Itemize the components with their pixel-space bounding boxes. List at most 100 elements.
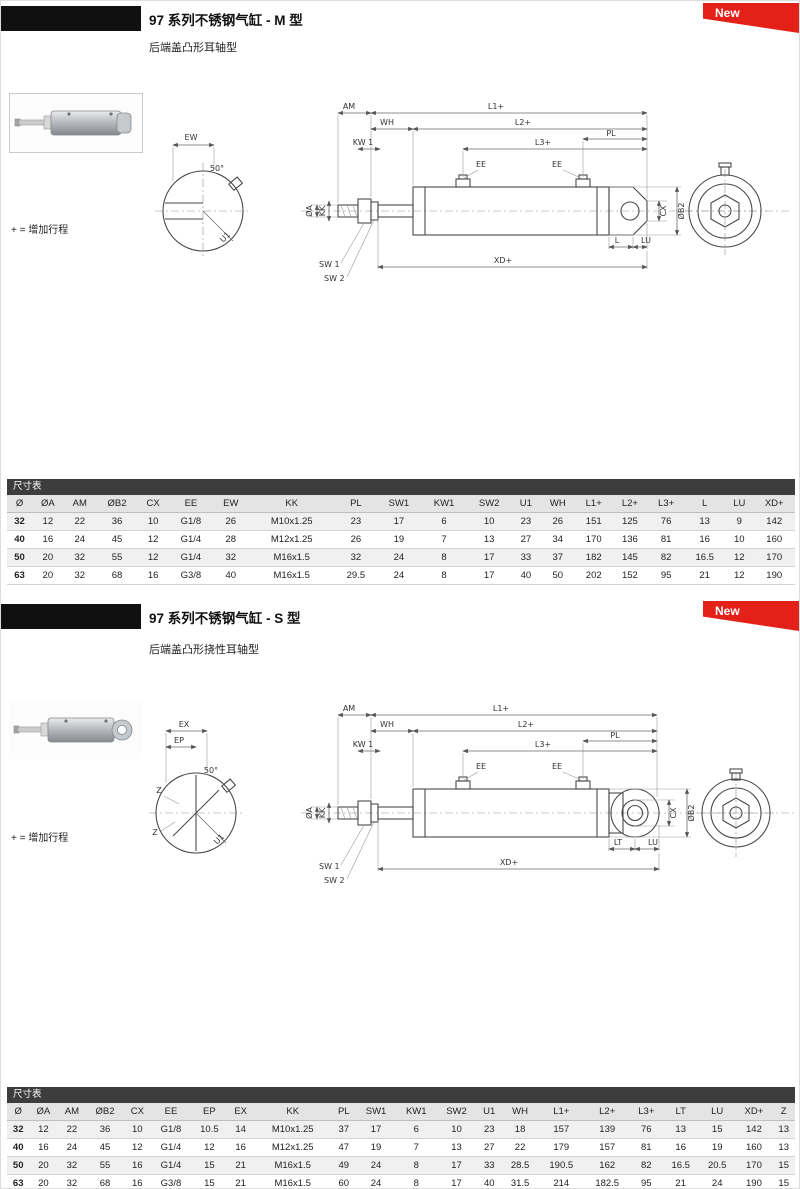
table-cell: 32	[57, 1156, 87, 1175]
table-cell: 32	[213, 548, 249, 567]
table-cell: 31.5	[501, 1174, 539, 1188]
table-cell: 145	[611, 548, 649, 567]
table-cell: 15	[698, 1120, 736, 1139]
table-cell: 18	[501, 1120, 539, 1139]
column-header: WH	[540, 495, 576, 513]
table-cell: 10	[466, 512, 512, 531]
dim-label-l1: L1+	[493, 704, 509, 713]
table-cell: 63	[7, 1174, 30, 1188]
table-cell: 40	[7, 530, 33, 549]
table-cell: 81	[630, 1138, 663, 1157]
table-cell: 12	[725, 566, 754, 585]
table-cell: G1/4	[168, 530, 214, 549]
dim-label-sw2: SW 2	[324, 274, 345, 283]
table-cell: 157	[584, 1138, 631, 1157]
header-bar	[1, 604, 141, 629]
dim-label-ee-right: EE	[552, 160, 562, 169]
table-cell: 32	[57, 1174, 87, 1188]
page-title: 97 系列不锈钢气缸 - S 型	[149, 611, 301, 626]
dim-label-l1: L1+	[488, 102, 504, 111]
table-cell: G3/8	[168, 566, 214, 585]
dim-label-l2: L2+	[518, 720, 534, 729]
column-header: LU	[725, 495, 754, 513]
table-cell: 24	[63, 530, 96, 549]
table-cell: 19	[376, 530, 422, 549]
dim-label-kk: KK	[318, 807, 327, 818]
table-cell: 7	[421, 530, 467, 549]
column-header: KW1	[421, 495, 467, 513]
column-header: KK	[253, 1103, 332, 1121]
product-photo-illustration	[14, 110, 132, 136]
dim-label-oa: ØA	[304, 807, 314, 819]
table-cell: 13	[772, 1120, 795, 1139]
dim-label-xd: XD+	[494, 256, 512, 265]
table-cell: 15	[191, 1156, 228, 1175]
table-cell: 214	[538, 1174, 585, 1188]
table-cell: 17	[466, 566, 512, 585]
table-cell: G1/8	[168, 512, 214, 531]
table-cell: 157	[538, 1120, 585, 1139]
table-cell: 55	[96, 548, 138, 567]
table-cell: 23	[511, 512, 540, 531]
table-cell: 15	[772, 1156, 795, 1175]
column-header: CX	[123, 1103, 151, 1121]
table-cell: 160	[753, 530, 795, 549]
table-cell: 8	[421, 548, 467, 567]
column-header: KW1	[396, 1103, 437, 1121]
dim-label-lt: LT	[614, 838, 622, 847]
column-header: L2+	[611, 495, 649, 513]
table-cell: 12	[191, 1138, 228, 1157]
column-header: SW2	[436, 1103, 477, 1121]
table-cell: 19	[698, 1138, 736, 1157]
table-cell: 10	[123, 1120, 151, 1139]
dim-label-sw1: SW 1	[319, 260, 340, 269]
table-cell: 14	[227, 1120, 254, 1139]
dim-label-am: AM	[343, 102, 355, 111]
table-cell: M12x1.25	[248, 530, 336, 549]
dim-label-cx: CX	[669, 807, 678, 819]
table-cell: 16	[684, 530, 726, 549]
table-cell: 24	[57, 1138, 87, 1157]
table-cell: M12x1.25	[253, 1138, 332, 1157]
dimension-lines: AM L1+ WH L2+ PL KW 1 L3+ EE EE	[304, 704, 696, 885]
table-cell: 36	[86, 1120, 124, 1139]
table-cell: 170	[753, 548, 795, 567]
table-cell: 20	[29, 1156, 58, 1175]
table-cell: 32	[63, 548, 96, 567]
table-cell: G1/4	[150, 1156, 192, 1175]
table-cell: 170	[575, 530, 612, 549]
table-cell: 29.5	[335, 566, 377, 585]
technical-drawing-s-type: EX EP 50° Z Z U1	[141, 691, 799, 911]
table-cell: 24	[355, 1174, 397, 1188]
table-cell: 33	[511, 548, 540, 567]
table-cell: G1/4	[150, 1138, 192, 1157]
table-cell: 55	[86, 1156, 124, 1175]
dim-label-ew: EW	[185, 133, 198, 142]
table-cell: 170	[735, 1156, 773, 1175]
table-cell: 24	[698, 1174, 736, 1188]
dim-label-angle: 50°	[204, 766, 218, 775]
column-header: SW1	[376, 495, 422, 513]
dim-label-lu: LU	[641, 236, 651, 245]
table-cell: 10.5	[191, 1120, 228, 1139]
table-cell: G1/4	[168, 548, 214, 567]
table-cell: 13	[436, 1138, 477, 1157]
column-header: WH	[501, 1103, 539, 1121]
table-cell: 125	[611, 512, 649, 531]
dim-label-ob2: ØB2	[676, 203, 686, 220]
dim-label-l: L	[615, 236, 620, 245]
side-view	[301, 776, 796, 838]
table-cell: 17	[376, 512, 422, 531]
column-header: EE	[150, 1103, 192, 1121]
column-header: AM	[57, 1103, 87, 1121]
table-cell: 49	[331, 1156, 356, 1175]
table-cell: 16.5	[684, 548, 726, 567]
table-cell: 20	[32, 566, 64, 585]
column-header: AM	[63, 495, 96, 513]
